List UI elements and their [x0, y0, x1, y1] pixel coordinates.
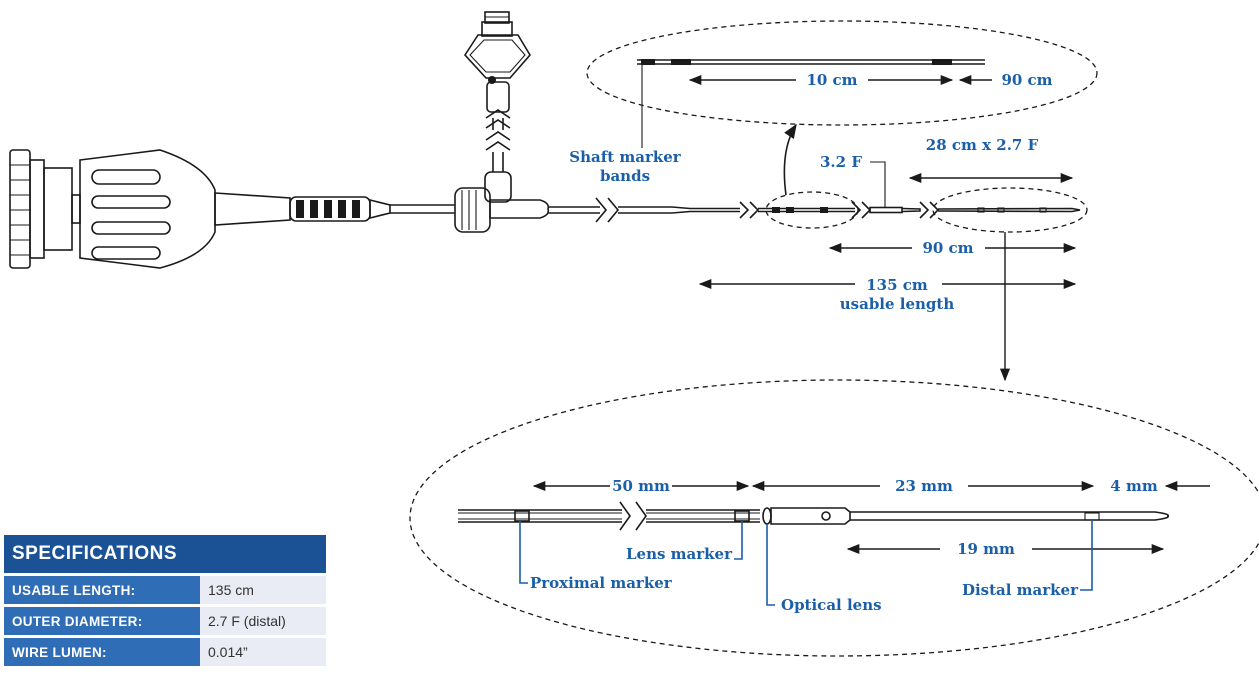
distal-marker-label: Distal marker: [962, 581, 1079, 599]
distal-marker-leader: [1080, 520, 1093, 591]
lens-marker-label: Lens marker: [626, 545, 733, 563]
optical-lens-label: Optical lens: [781, 596, 882, 614]
dim-50mm-label: 50 mm: [612, 477, 670, 495]
distal-tip-zoom: [409, 379, 1259, 657]
dim-90cm-label: 90 cm: [922, 239, 973, 257]
dim-3-2f-label: 3.2 F: [820, 153, 862, 171]
dim-23mm-label: 23 mm: [895, 477, 953, 495]
usable-length-label: usable length: [840, 295, 955, 313]
flush-port: [454, 11, 550, 233]
catheter-handle: [9, 149, 455, 269]
dim-90cm-top-label: 90 cm: [1001, 71, 1052, 89]
dim-10cm-label: 10 cm: [806, 71, 857, 89]
spec-row: WIRE LUMEN: 0.014”: [4, 638, 326, 666]
spec-row: USABLE LENGTH: 135 cm: [4, 576, 326, 604]
dim-3-2f-leader: [870, 161, 886, 207]
proximal-marker-leader: [519, 521, 528, 584]
dim-19mm-label: 19 mm: [957, 540, 1015, 558]
spec-row: OUTER DIAMETER: 2.7 F (distal): [4, 607, 326, 635]
spec-value: 2.7 F (distal): [200, 607, 326, 635]
specifications-title: SPECIFICATIONS: [4, 535, 326, 573]
catheter-shaft: [548, 197, 1081, 223]
spec-value: 0.014”: [200, 638, 326, 666]
dim-135cm-label: 135 cm: [866, 276, 928, 294]
dim-4mm-label: 4 mm: [1110, 477, 1158, 495]
shaft-marker-label-line2: bands: [600, 167, 650, 185]
spec-key: OUTER DIAMETER:: [4, 607, 200, 635]
marker-bands-zoom-oval: [765, 191, 859, 229]
spec-key: WIRE LUMEN:: [4, 638, 200, 666]
marker-bands-zoom: [586, 20, 1098, 126]
proximal-marker-label: Proximal marker: [530, 574, 673, 592]
optical-lens-leader: [766, 524, 775, 606]
shaft-marker-label-line1: Shaft marker: [569, 148, 681, 166]
spec-key: USABLE LENGTH:: [4, 576, 200, 604]
spec-value: 135 cm: [200, 576, 326, 604]
zoom-arrow: [783, 123, 797, 196]
dim-28cm-label: 28 cm x 2.7 F: [926, 136, 1039, 154]
distal-zoom-oval: [932, 187, 1088, 233]
lens-marker-leader: [734, 521, 743, 560]
specifications-table: SPECIFICATIONS USABLE LENGTH: 135 cm OUT…: [4, 532, 326, 669]
